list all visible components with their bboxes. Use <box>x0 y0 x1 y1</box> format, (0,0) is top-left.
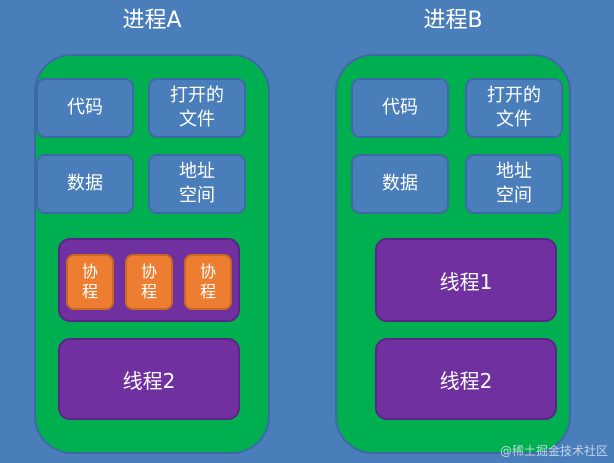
watermark: @稀土掘金技术社区 <box>499 444 608 458</box>
process-a-title: 进程A <box>122 8 182 33</box>
process-b-address-space: 地址 空间 <box>465 154 563 214</box>
process-b-thread1: 线程1 <box>375 238 557 322</box>
process-b-title: 进程B <box>423 8 483 33</box>
coroutine-1: 协 程 <box>66 254 114 310</box>
process-a-address-space: 地址 空间 <box>148 154 246 214</box>
process-a-open-files: 打开的 文件 <box>148 78 246 138</box>
process-a-code: 代码 <box>36 78 134 138</box>
coroutine-3: 协 程 <box>184 254 232 310</box>
process-b-data: 数据 <box>351 154 449 214</box>
process-a: 代码 打开的 文件 数据 地址 空间 协 程 协 程 协 程 线程2 <box>34 54 270 454</box>
process-a-thread2: 线程2 <box>58 338 240 420</box>
process-a-thread1: 协 程 协 程 协 程 <box>58 238 240 322</box>
process-a-data: 数据 <box>36 154 134 214</box>
process-b-thread2: 线程2 <box>375 338 557 420</box>
process-b-open-files: 打开的 文件 <box>465 78 563 138</box>
coroutine-2: 协 程 <box>125 254 173 310</box>
process-b: 代码 打开的 文件 数据 地址 空间 线程1 线程2 <box>335 54 571 454</box>
process-b-code: 代码 <box>351 78 449 138</box>
